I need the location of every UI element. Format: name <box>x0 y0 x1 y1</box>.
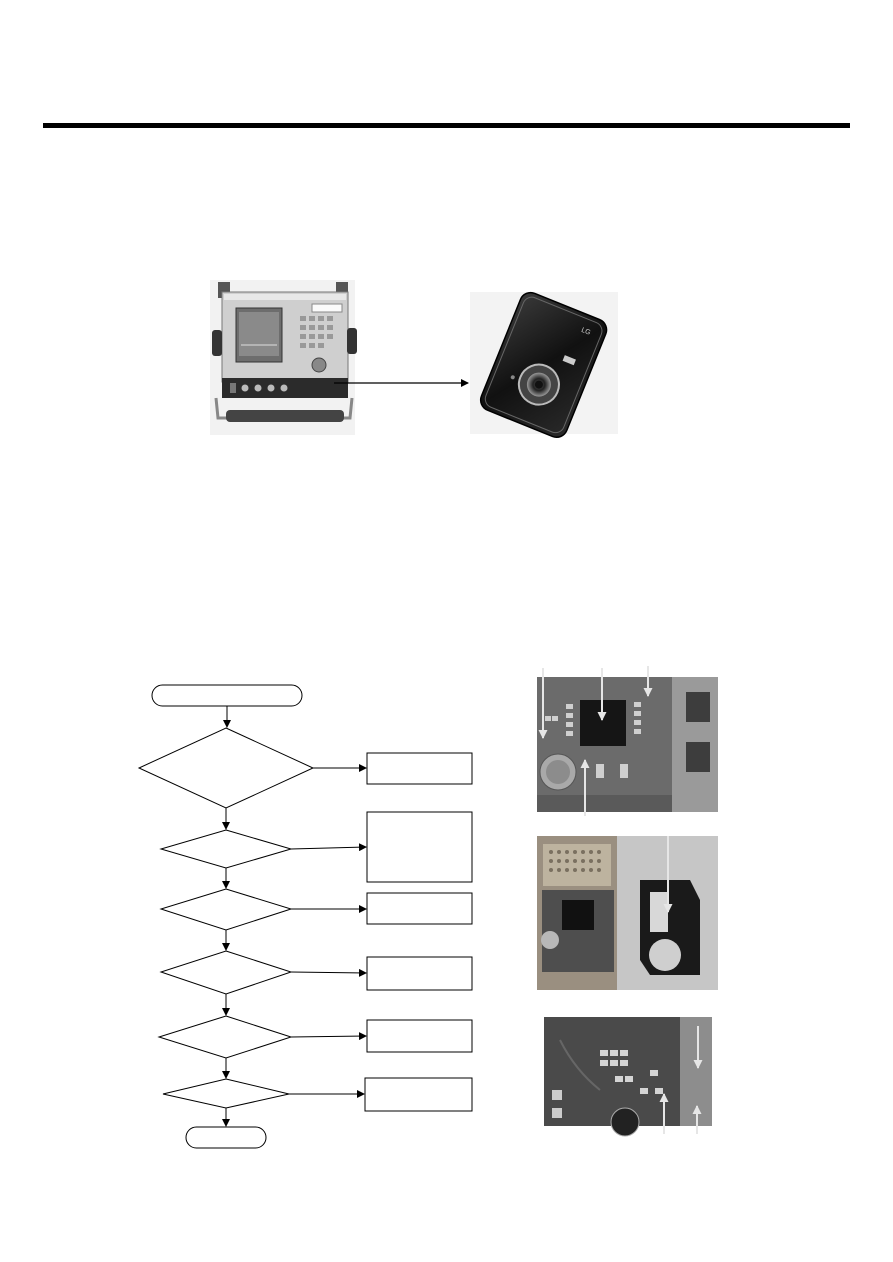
flowchart-end <box>185 1126 267 1149</box>
flowchart-decision-3 <box>159 888 293 931</box>
flowchart-connectors <box>222 706 367 1127</box>
flowchart-decision-2 <box>159 829 293 869</box>
flowchart-decision-1 <box>137 727 315 809</box>
flowchart-action-4 <box>366 956 473 991</box>
flowchart-action-5 <box>366 1019 473 1053</box>
header-rule <box>43 123 850 128</box>
board-photo-1-callouts <box>538 666 653 816</box>
flowchart-start <box>151 684 303 707</box>
flowchart-action-3 <box>366 892 473 925</box>
svg-text:LG: LG <box>580 327 591 337</box>
board-photo-2 <box>537 836 718 990</box>
test-instrument-image <box>210 280 357 435</box>
flowchart-action-6 <box>364 1077 473 1112</box>
flowchart-decision-6 <box>162 1078 290 1109</box>
board-photo-3-callouts <box>659 1026 703 1134</box>
flowchart-decision-5 <box>157 1015 293 1059</box>
flowchart-action-1 <box>366 752 473 785</box>
board-photo-3 <box>544 1017 712 1137</box>
board-photo-1 <box>537 677 718 812</box>
camera-phone-image: LG <box>470 291 618 439</box>
flowchart <box>137 684 473 1149</box>
flowchart-action-2 <box>366 811 473 883</box>
flowchart-decision-4 <box>159 950 293 995</box>
